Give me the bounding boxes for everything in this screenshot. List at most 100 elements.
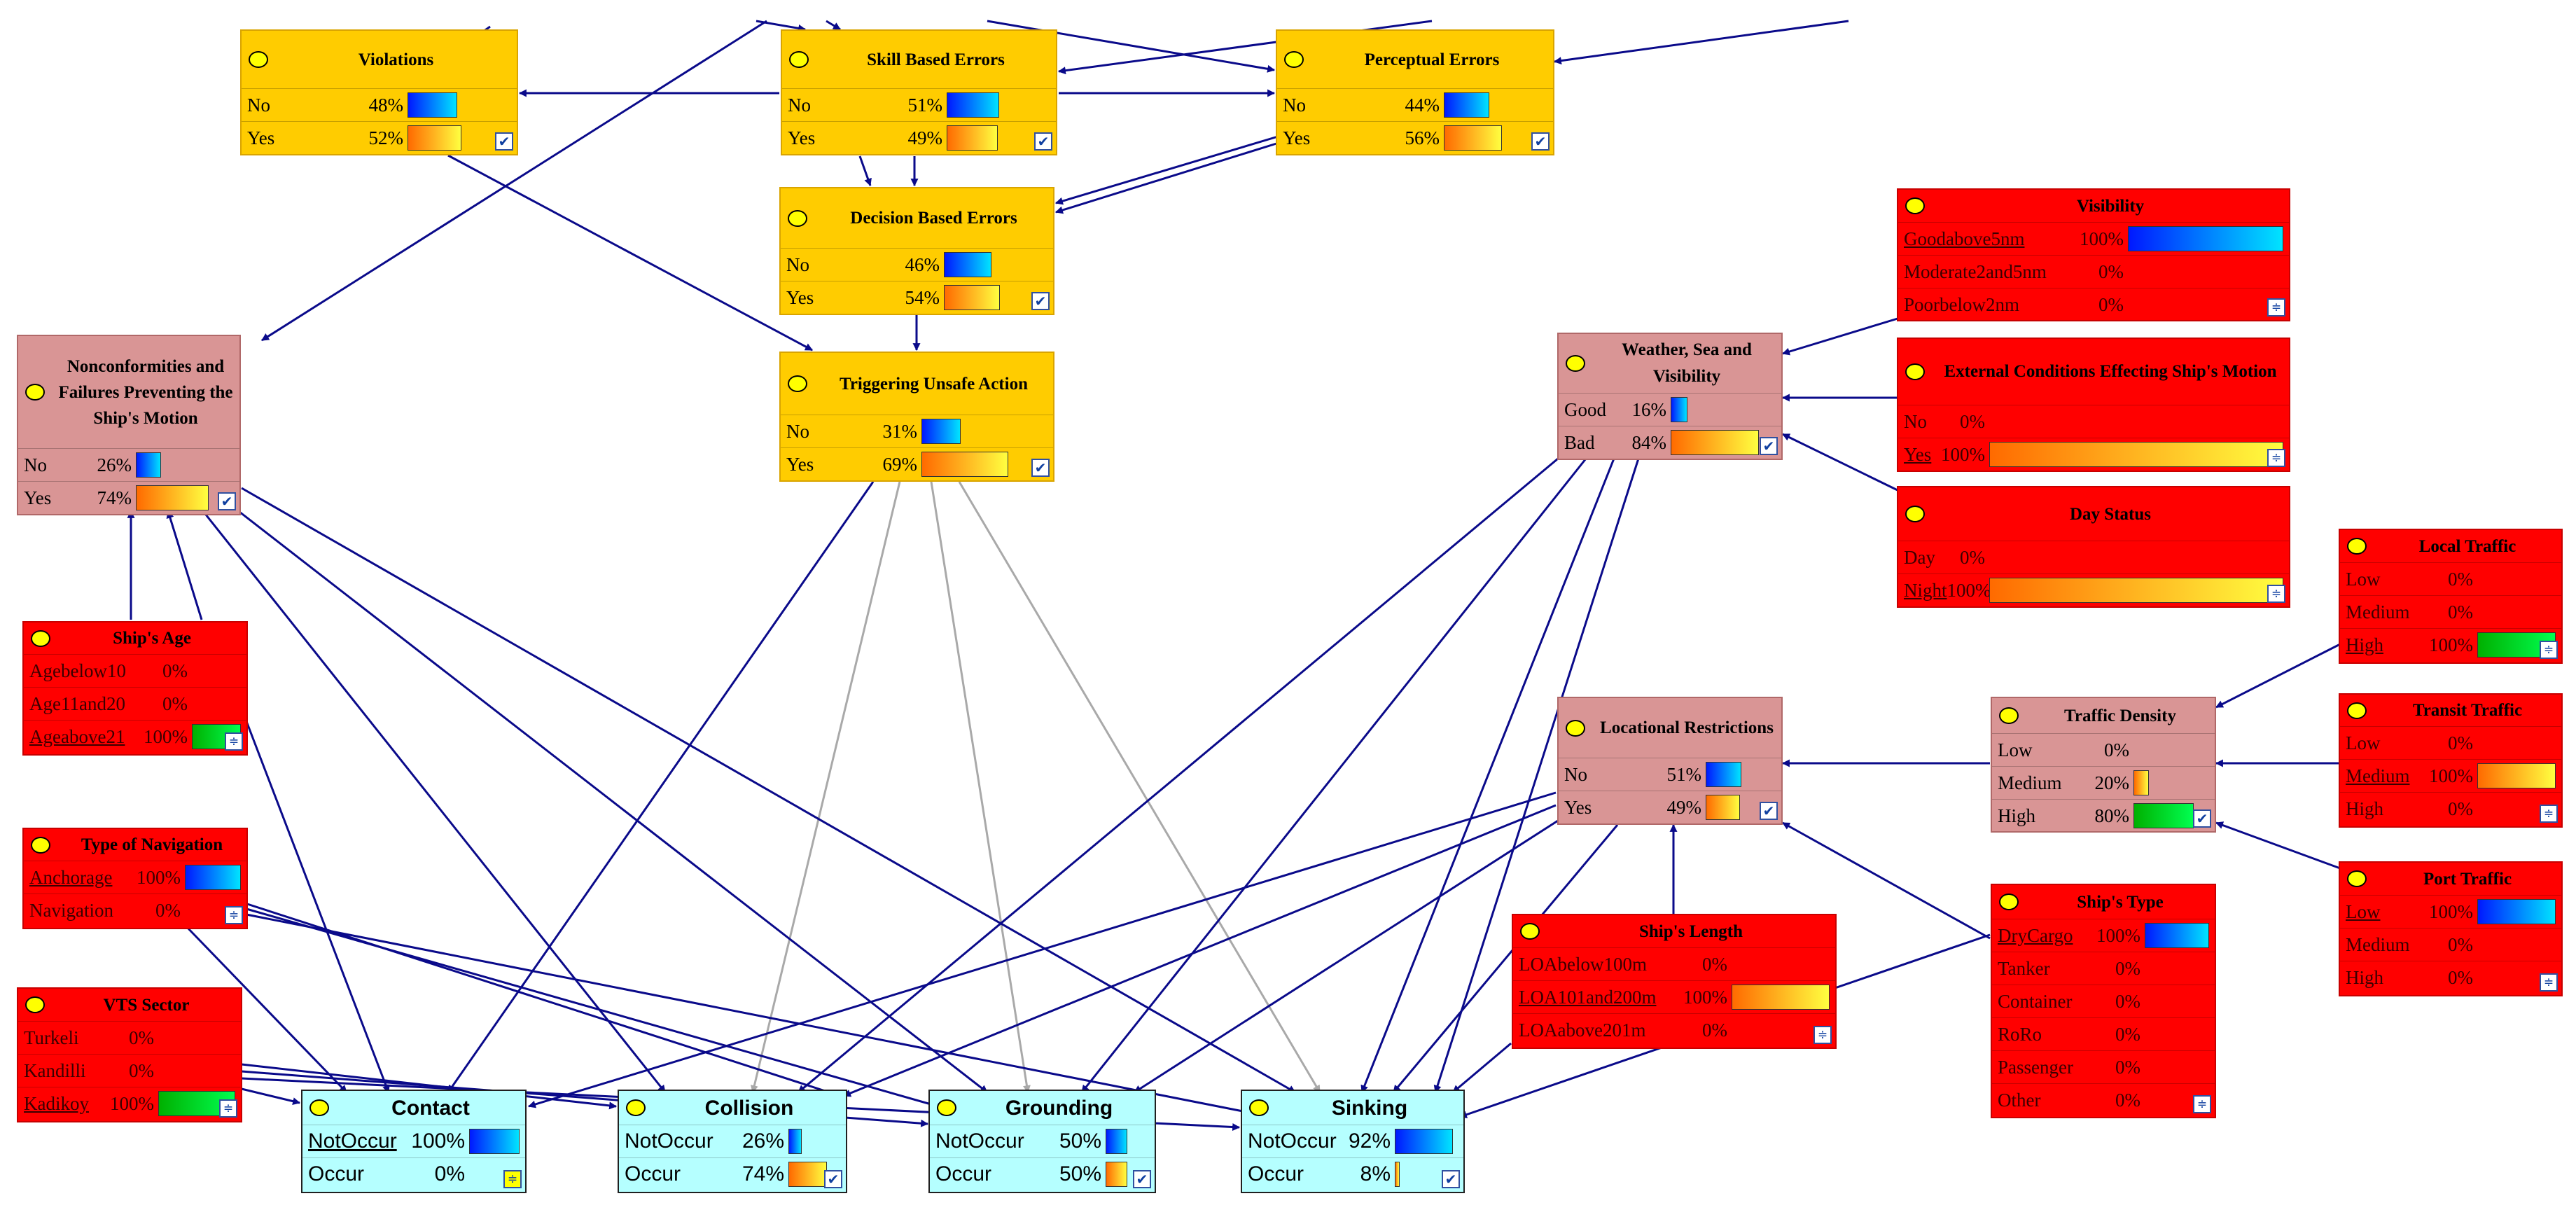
checkbox-icon[interactable]: ✔: [1031, 292, 1050, 310]
evidence-icon[interactable]: ≑: [2267, 298, 2285, 317]
evidence-icon[interactable]: ≑: [225, 906, 243, 924]
checkbox-icon[interactable]: ✔: [1760, 437, 1778, 455]
bulb-icon[interactable]: [309, 1099, 329, 1116]
checkbox-icon[interactable]: ✔: [1031, 459, 1050, 477]
bulb-icon[interactable]: [1905, 363, 1925, 380]
bulb-icon[interactable]: [937, 1099, 956, 1116]
checkbox-icon[interactable]: ✔: [824, 1170, 842, 1188]
evidence-icon[interactable]: ≑: [2267, 449, 2285, 467]
bulb-icon[interactable]: [1905, 506, 1925, 522]
evidence-icon[interactable]: ≑: [1813, 1026, 1832, 1044]
checkbox-icon[interactable]: ✔: [1531, 132, 1550, 151]
bulb-icon[interactable]: [2347, 870, 2367, 887]
evidence-icon[interactable]: ≑: [2193, 1095, 2211, 1113]
bulb-icon[interactable]: [25, 996, 45, 1013]
bulb-icon[interactable]: [1905, 197, 1925, 214]
bulb-icon[interactable]: [1566, 355, 1585, 372]
bulb-icon[interactable]: [2347, 702, 2367, 719]
bulb-icon[interactable]: [249, 51, 268, 68]
evidence-icon[interactable]: ≑: [503, 1170, 522, 1188]
bulb-icon[interactable]: [1999, 893, 2019, 910]
evidence-icon[interactable]: ≑: [2540, 641, 2558, 659]
bulb-icon[interactable]: [1249, 1099, 1269, 1116]
bulb-icon[interactable]: [31, 630, 50, 647]
checkbox-icon[interactable]: ✔: [218, 492, 236, 510]
bulb-icon[interactable]: [626, 1099, 646, 1116]
bulb-icon[interactable]: [1566, 719, 1585, 737]
bulb-icon[interactable]: [1999, 707, 2019, 724]
bulb-icon[interactable]: [1520, 923, 1540, 940]
bulb-icon[interactable]: [788, 375, 807, 392]
evidence-icon[interactable]: ≑: [219, 1099, 237, 1118]
checkbox-icon[interactable]: ✔: [1442, 1170, 1460, 1188]
evidence-icon[interactable]: ≑: [2540, 973, 2558, 992]
node-nonconformities-failures[interactable]: Nonconformities and Failures Preventing …: [17, 335, 241, 515]
bulb-icon[interactable]: [31, 836, 50, 854]
checkbox-icon[interactable]: ✔: [495, 132, 513, 151]
checkbox-icon[interactable]: ✔: [1034, 132, 1052, 151]
node-external-conditions[interactable]: External Conditions Effecting Ship's Mot…: [1897, 338, 2290, 472]
